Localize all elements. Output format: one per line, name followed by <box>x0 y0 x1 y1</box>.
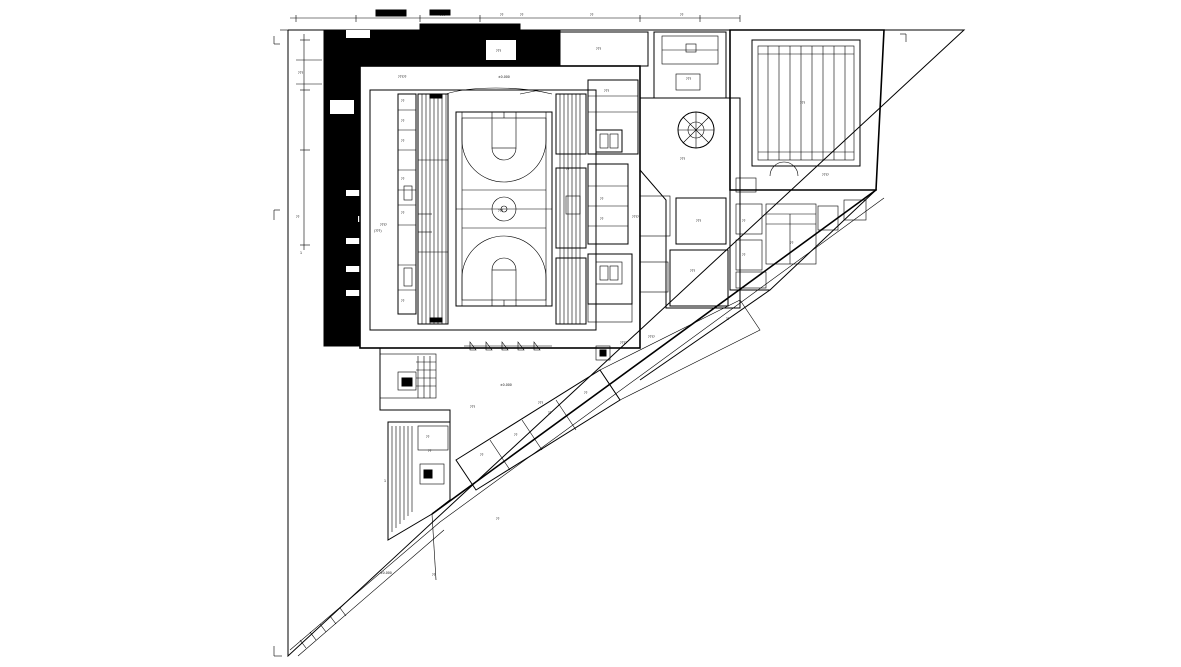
south-west-lower-block: ?? ?? 1 <box>384 421 451 541</box>
west-support-rooms: ?? ?? ?? ?? ?? ?? <box>397 93 417 315</box>
svg-text:?????: ????? <box>398 75 407 79</box>
site-boundary <box>273 29 966 658</box>
svg-text:??: ?? <box>500 13 504 17</box>
svg-text:??: ?? <box>742 219 746 223</box>
svg-text:??: ?? <box>520 13 524 17</box>
svg-text:??: ?? <box>401 177 405 181</box>
svg-text:??: ?? <box>401 139 405 143</box>
svg-text:???: ??? <box>298 71 303 75</box>
svg-text:1: 1 <box>384 479 386 483</box>
svg-text:??: ?? <box>432 573 436 577</box>
east-service-core: ??? ?? ?? <box>587 79 639 323</box>
svg-text:??: ?? <box>600 217 604 221</box>
svg-text:??: ?? <box>548 411 552 415</box>
left-dimension-line: ??? ?? 1 <box>296 34 322 255</box>
svg-text:±0.000: ±0.000 <box>500 383 512 387</box>
east-bleachers: ?? <box>555 93 587 325</box>
svg-text:???: ??? <box>596 47 601 51</box>
svg-text:???: ??? <box>538 401 543 405</box>
south-diagonal-annex-rooms: ?? ?? ?? ?? <box>455 369 621 491</box>
north-entrance-curve <box>445 87 553 95</box>
svg-text:??: ?? <box>680 13 684 17</box>
south-east-corridor: ?? ???? ???? <box>595 299 761 401</box>
svg-text:????: ???? <box>632 215 639 219</box>
central-lobby: ??? ??? ??? ???? <box>632 97 741 309</box>
west-bleachers <box>417 93 449 325</box>
svg-text:????: ???? <box>380 223 387 227</box>
svg-text:??: ?? <box>428 449 432 453</box>
svg-text:???: ??? <box>604 89 609 93</box>
svg-text:??: ?? <box>480 453 484 457</box>
svg-text:???: ??? <box>686 77 691 81</box>
svg-text:????: ???? <box>648 335 655 339</box>
svg-text:±0.000: ±0.000 <box>498 75 510 79</box>
svg-text:????: ???? <box>822 173 829 177</box>
svg-text:??: ?? <box>496 517 500 521</box>
svg-text:???: ??? <box>690 269 695 273</box>
svg-text:(???): (???) <box>374 229 382 233</box>
svg-text:??: ?? <box>401 119 405 123</box>
svg-text:???: ??? <box>470 405 475 409</box>
swimming-pool-hall: ??? ???? <box>729 29 885 193</box>
basketball-court: ??? <box>455 111 553 307</box>
svg-text:???: ??? <box>440 13 445 17</box>
svg-text:??: ?? <box>296 215 300 219</box>
south-east-diagonal-wall <box>431 189 885 523</box>
top-dimension-line: ?? ?? ?? ?? <box>290 9 741 22</box>
svg-text:???: ??? <box>696 219 701 223</box>
svg-text:??: ?? <box>401 99 405 103</box>
svg-text:??: ?? <box>726 317 730 321</box>
south-entry-doors <box>464 341 552 351</box>
exterior-thick-walls <box>323 23 561 347</box>
svg-text:??: ?? <box>790 241 794 245</box>
svg-text:??: ?? <box>584 391 588 395</box>
svg-text:??: ?? <box>514 433 518 437</box>
svg-text:??: ?? <box>566 167 570 171</box>
svg-text:±0.000: ±0.000 <box>380 571 392 575</box>
svg-text:???: ??? <box>496 49 501 53</box>
south-walkway: ±0.000 ?? ?? <box>289 513 500 657</box>
svg-text:??: ?? <box>401 299 405 303</box>
svg-text:??: ?? <box>401 211 405 215</box>
svg-text:???: ??? <box>800 101 805 105</box>
svg-text:??: ?? <box>426 435 430 439</box>
svg-text:??: ?? <box>590 13 594 17</box>
svg-text:????: ???? <box>620 341 627 345</box>
svg-text:1: 1 <box>300 251 302 255</box>
svg-text:??: ?? <box>742 253 746 257</box>
svg-text:???: ??? <box>498 209 503 213</box>
svg-text:???: ??? <box>680 157 685 161</box>
svg-text:??: ?? <box>600 197 604 201</box>
south-annex: ±0.000 ??? ??? <box>379 348 543 515</box>
